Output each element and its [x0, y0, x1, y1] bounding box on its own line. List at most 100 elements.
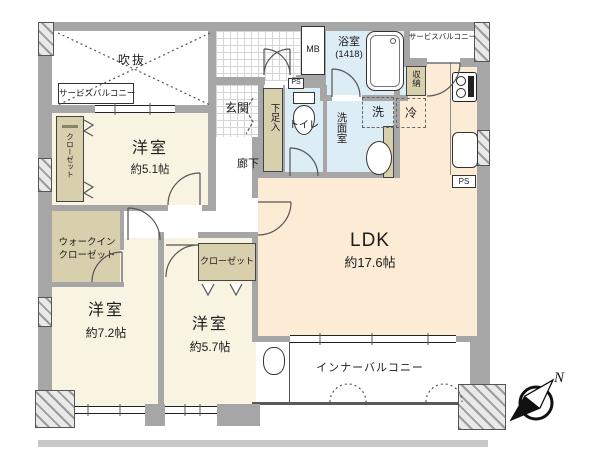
vanity-sink-icon: [366, 141, 392, 175]
closet1-shelf: [62, 125, 78, 128]
wall-wic-right-a: [120, 205, 124, 250]
bathtub-inner: [370, 35, 400, 87]
pillar-hatch-left-2: [38, 297, 52, 327]
wall-sbal-bottom-b: [460, 58, 477, 67]
bathroom-label: 浴室: [338, 36, 360, 48]
storage-box: 収納: [406, 66, 426, 96]
closet1-box: クローゼット: [56, 116, 84, 202]
wall-bath-bottom-b: [362, 95, 408, 101]
pillar-hatch-bottom-right: [458, 384, 506, 430]
wall-ldk-left-a: [252, 137, 258, 198]
ps-top-label: PS: [291, 79, 301, 86]
wall-wic-right-b: [120, 282, 124, 287]
lower-balcony-edge: [38, 440, 488, 447]
service-balcony-left-label: サービスバルコニー: [59, 88, 136, 98]
bedroom1-top-window: [95, 105, 175, 113]
bedroom1-size-label: 約5.1帖: [130, 164, 170, 176]
pillar-hatch-left-1: [38, 158, 52, 192]
ldk-label: LDK: [350, 230, 390, 251]
void-label: 吹抜: [117, 53, 146, 67]
entrance-label: 玄関: [224, 101, 249, 115]
bedroom2-label: 洋室: [87, 302, 124, 319]
wall-bath-bottom-a: [320, 95, 332, 101]
wall-balcony-right: [470, 336, 477, 404]
storage-label: 収納: [411, 70, 422, 87]
bedroom1-label: 洋室: [131, 140, 168, 157]
washer-space: 洗: [362, 97, 394, 128]
wall-toilet-left: [283, 85, 285, 178]
kitchen-sink-icon: [452, 132, 478, 168]
bedroom2-window: [63, 406, 145, 414]
fridge-label: 冷: [404, 106, 417, 120]
wall-bed1-bottom-a: [52, 205, 168, 211]
wall-wic-bottom: [52, 282, 120, 287]
bedroom3-label: 洋室: [191, 316, 228, 333]
toilet-bowl: [293, 105, 315, 135]
meter-box-label: MB: [306, 44, 320, 54]
wall-ldk-left-b: [252, 234, 258, 342]
wall-outer-top: [38, 22, 490, 31]
pillar-hatch-top-left: [38, 22, 54, 56]
wall-frontdoor-a: [213, 77, 265, 85]
balcony-bottom-line: [252, 402, 472, 405]
compass-north-label: N: [553, 370, 565, 386]
wall-ldk-balcony-b: [456, 336, 477, 342]
service-balcony-left-box: サービスバルコニー: [58, 83, 136, 104]
stove-burner-2: [456, 88, 466, 98]
shoe-cabinet-label: 下足入: [268, 103, 280, 132]
ps-right-box: PS: [452, 175, 476, 188]
balcony-sink-box: [258, 342, 290, 402]
bedroom3-window: [165, 406, 217, 414]
balcony-faucet-icon: [263, 347, 285, 375]
ldk-floor: [258, 178, 477, 342]
inner-balcony-floor: [258, 342, 470, 402]
closet1-label: クローゼット: [65, 133, 75, 178]
common-corridor-tile: [216, 31, 302, 81]
stove-grill: [468, 76, 474, 97]
kitchen-counter-line: [450, 63, 451, 175]
shoe-cabinet-box: 下足入: [263, 88, 283, 172]
wall-sbal-bottom-a: [404, 58, 427, 67]
hallway-label: 廊下: [237, 158, 259, 170]
wall-shoe-left: [258, 85, 264, 172]
toilet-label: トイレ: [289, 120, 319, 131]
meter-box: MB: [301, 26, 325, 75]
entrance-floor: [216, 85, 263, 137]
closet2-box: クローゼット: [198, 243, 256, 281]
bedroom3-size-label: 約5.7帖: [189, 340, 231, 354]
toilet-tank: [293, 92, 315, 104]
bathtub-faucet: [390, 38, 396, 44]
pillar-mid-bottom: [145, 404, 165, 426]
hallway-floor: [216, 137, 258, 238]
pillar-hatch-top-right: [474, 22, 490, 62]
wall-washroom-right: [394, 85, 400, 178]
compass-needle-black: [511, 396, 540, 420]
closet2-label: クローゼット: [199, 256, 254, 266]
compass-icon: N: [509, 370, 565, 422]
wall-sbal-left: [404, 28, 410, 67]
wall-hall-bottom-b: [198, 232, 258, 238]
toilet-icon: [292, 92, 318, 138]
wall-bed1-bottom-b: [202, 205, 216, 211]
wall-void-right: [208, 22, 216, 205]
bathtub-icon: [366, 31, 404, 91]
pillar-hatch-bottom-left: [35, 390, 75, 428]
wall-bed2-bed3: [158, 232, 164, 406]
inner-balcony-label: インナーバルコニー: [316, 362, 424, 374]
wall-ldk-top: [258, 172, 398, 178]
wall-toilet-right: [323, 85, 327, 178]
wic-label-2: クローゼット: [58, 250, 116, 261]
wall-void-bed1-b: [175, 105, 216, 113]
bathroom-size-label: (1418): [335, 49, 363, 60]
wic-label-1: ウォークイン: [58, 237, 116, 248]
wic-floor: [52, 211, 120, 282]
ps-right-label: PS: [458, 177, 470, 186]
service-balcony-right-floor: [408, 28, 477, 63]
stove-icon: [452, 72, 477, 102]
washer-label: 洗: [371, 105, 384, 119]
bedroom2-size-label: 約7.2帖: [85, 326, 127, 340]
fridge-space: 冷: [396, 98, 426, 128]
wall-ldk-balcony-a: [258, 336, 290, 342]
